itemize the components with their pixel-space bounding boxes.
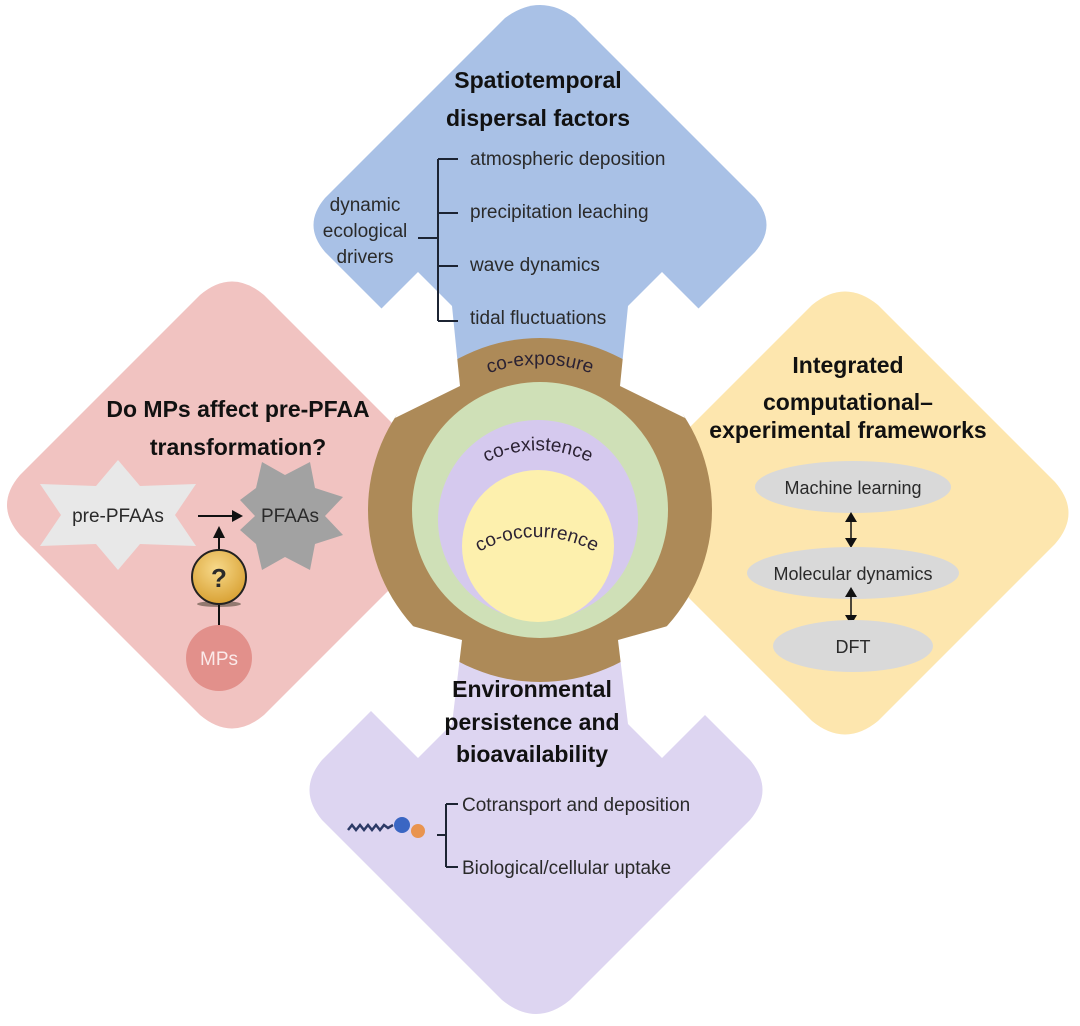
group-label-line-3: drivers — [336, 247, 393, 268]
reaction-arrow-icon — [232, 510, 243, 522]
right-title-line-1: Integrated — [792, 352, 903, 378]
panel-left-pink — [7, 281, 457, 729]
top-title-line-2: dispersal factors — [446, 105, 630, 131]
ring-co-occurrence — [462, 470, 614, 622]
left-title-line-1: Do MPs affect pre-PFAA — [106, 396, 369, 422]
bidirectional-arrow-icon — [845, 587, 857, 625]
group-label-line-1: dynamic — [330, 195, 401, 216]
bidirectional-arrow-icon — [845, 512, 857, 548]
method-ellipse — [747, 547, 959, 599]
method-ellipse — [773, 620, 933, 672]
bottom-item: Cotransport and deposition — [462, 795, 690, 816]
right-title-line-2: computational– — [763, 389, 933, 415]
group-label-line-2: ecological — [323, 221, 408, 242]
left-title-line-2: transformation? — [150, 434, 326, 460]
panel-right-yellow — [621, 291, 1069, 735]
method-label: Molecular dynamics — [773, 564, 932, 584]
bottom-item: Biological/cellular uptake — [462, 858, 671, 879]
right-panel-content: Integrated computational– experimental f… — [709, 352, 987, 672]
agent-label: MPs — [200, 649, 238, 670]
unknown-symbol: ? — [211, 563, 227, 593]
arrow-lower-right — [618, 622, 720, 758]
bottom-panel-content: Environmental persistence and bioavailab… — [347, 676, 690, 879]
driver-item: precipitation leaching — [470, 202, 649, 223]
arrow-upper-right — [620, 272, 720, 418]
mps-circle — [186, 625, 252, 691]
driver-item: atmospheric deposition — [470, 149, 665, 170]
driver-item: tidal fluctuations — [470, 308, 606, 329]
white-arrows — [360, 272, 720, 758]
driver-item: wave dynamics — [469, 255, 600, 276]
left-panel-content: Do MPs affect pre-PFAA transformation? p… — [40, 396, 370, 691]
product-label: PFAAs — [261, 506, 319, 527]
method-label: DFT — [836, 637, 871, 657]
arrow-upper-left — [360, 272, 460, 418]
driver-bracket — [418, 158, 458, 322]
top-panel-content: Spatiotemporal dispersal factors dynamic… — [323, 67, 666, 329]
arrow-lower-left — [360, 622, 462, 758]
reactant-label: pre-PFAAs — [72, 506, 164, 527]
method-ellipse — [755, 461, 951, 513]
bottom-title-line-3: bioavailability — [456, 741, 608, 767]
method-label: Machine learning — [784, 478, 921, 498]
pre-pfaas-star-icon — [40, 460, 196, 570]
up-arrow-icon — [213, 526, 225, 538]
molecule-icon — [347, 817, 425, 838]
right-title-line-3: experimental frameworks — [709, 417, 986, 443]
top-title-line-1: Spatiotemporal — [454, 67, 621, 93]
pfaas-star-icon — [240, 462, 343, 570]
bottom-title-line-1: Environmental — [452, 676, 612, 702]
uptake-bracket — [437, 803, 458, 868]
bottom-title-line-2: persistence and — [444, 709, 619, 735]
question-icon — [191, 549, 247, 605]
